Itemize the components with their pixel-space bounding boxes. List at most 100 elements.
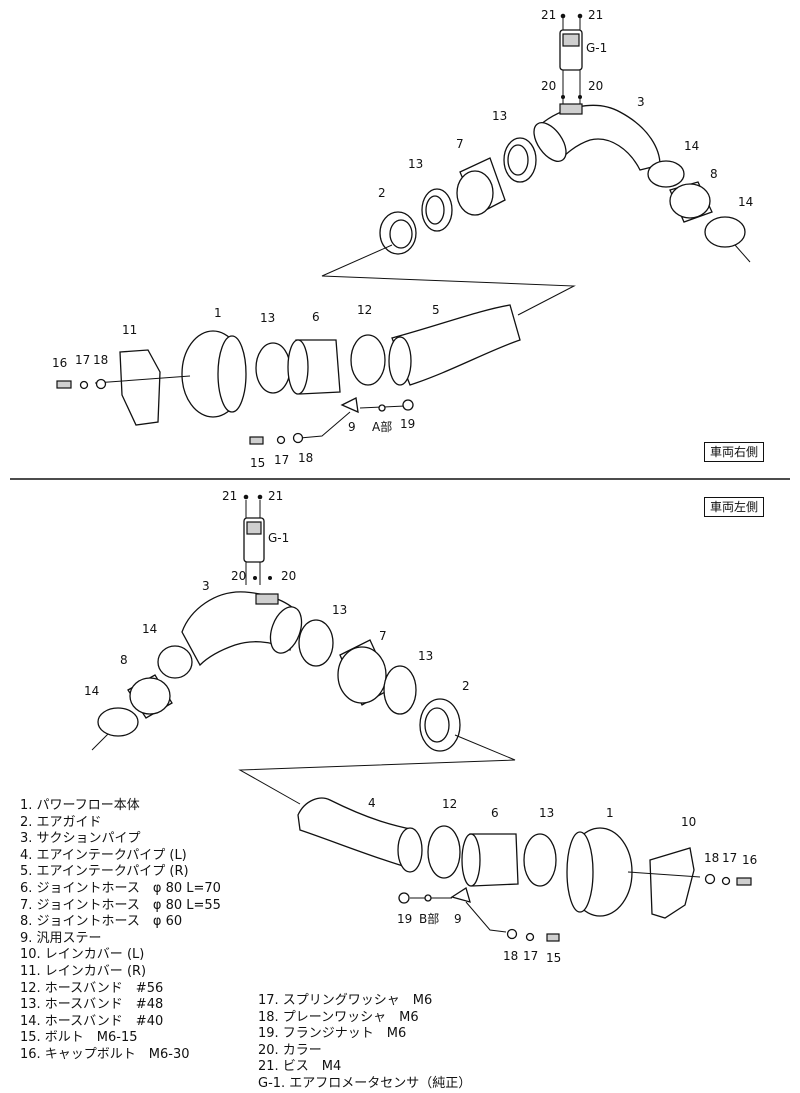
sensor-mount xyxy=(559,103,583,115)
spring-washer xyxy=(721,876,731,886)
callout: 13 xyxy=(418,649,433,663)
callout: 13 xyxy=(332,603,347,617)
callout: G-1 xyxy=(268,531,289,545)
parts-list-item: 3. サクションパイプ xyxy=(20,831,141,847)
callout: 15 xyxy=(250,456,265,470)
callout: A部 xyxy=(372,419,392,434)
callout: 1 xyxy=(214,306,222,320)
screw-icon xyxy=(257,494,263,500)
callout: 8 xyxy=(710,167,718,181)
intake-pipe xyxy=(391,304,521,386)
callout: 6 xyxy=(491,806,499,820)
callout: 21 xyxy=(268,489,283,503)
airflow-sensor-head xyxy=(562,33,580,47)
callout: 14 xyxy=(738,195,753,209)
parts-list-item: 20. カラー xyxy=(258,1042,322,1058)
joint-hose-end xyxy=(669,183,711,219)
joint-hose-end xyxy=(337,646,387,704)
callout: 5 xyxy=(432,303,440,317)
rain-cover xyxy=(119,349,161,426)
callout: B部 xyxy=(419,911,439,926)
callout: 13 xyxy=(260,311,275,325)
parts-list-item: 2. エアガイド xyxy=(20,814,102,830)
callout: 19 xyxy=(397,912,412,926)
hose-band xyxy=(383,665,417,715)
callout: 7 xyxy=(456,137,464,151)
callout: 4 xyxy=(368,796,376,810)
bolt xyxy=(249,436,264,445)
rain-cover xyxy=(649,847,695,919)
callout: 2 xyxy=(462,679,470,693)
callout: 14 xyxy=(84,684,99,698)
powerflow-flange xyxy=(566,831,594,913)
hose-band xyxy=(255,342,291,394)
parts-list-item: 15. ボルト M6-15 xyxy=(20,1030,138,1046)
parts-list-item: 8. ジョイントホース φ 60 xyxy=(20,914,183,930)
parts-list-item: 11. レインカバー (R) xyxy=(20,963,147,979)
intake-pipe-end xyxy=(397,827,423,873)
intake-pipe-end xyxy=(388,336,412,386)
hose-band-inner xyxy=(507,144,529,176)
callout: G-1 xyxy=(586,41,607,55)
callout: 21 xyxy=(588,8,603,22)
callout: 18 xyxy=(298,451,313,465)
callout: 16 xyxy=(742,853,757,867)
collar-icon xyxy=(268,576,272,580)
parts-list-item: 9. 汎用ステー xyxy=(20,930,102,946)
general-stay xyxy=(340,397,359,414)
joint-hose-end xyxy=(287,339,309,395)
parts-list-item: 12. ホースバンド #56 xyxy=(20,980,164,996)
callout: 21 xyxy=(222,489,237,503)
guide-line xyxy=(91,733,109,751)
parts-list-item: 19. フランジナット M6 xyxy=(258,1026,407,1042)
callout: 20 xyxy=(588,79,603,93)
callout: 9 xyxy=(348,420,356,434)
callout: 20 xyxy=(281,569,296,583)
vehicle-right-side-label: 車両右側 xyxy=(704,442,765,462)
screw-icon xyxy=(577,13,583,19)
callout: 14 xyxy=(142,622,157,636)
guide-line xyxy=(94,375,191,384)
callouts-top: 21 21 G-1 20 20 3 13 7 13 14 8 14 2 1 11… xyxy=(52,8,753,470)
top-assembly xyxy=(56,13,751,445)
callout: 3 xyxy=(637,95,645,109)
hose-band xyxy=(704,216,746,248)
guide-line xyxy=(465,901,507,933)
plain-washer xyxy=(506,928,518,940)
parts-list-item: 6. ジョイントホース φ 80 L=70 xyxy=(20,880,221,896)
callout: 18 xyxy=(93,353,108,367)
guide-line xyxy=(321,244,576,316)
hose-band xyxy=(647,160,685,188)
guide-line xyxy=(299,411,351,439)
callout: 12 xyxy=(357,303,372,317)
joint-hose-end xyxy=(456,170,494,216)
cap-bolt xyxy=(56,380,72,389)
callout: 11 xyxy=(122,323,137,337)
hose-band-inner xyxy=(425,195,445,225)
callout: 15 xyxy=(546,951,561,965)
parts-list-item: 4. エアインテークパイプ (L) xyxy=(20,847,187,863)
parts-list-item: 17. スプリングワッシャ M6 xyxy=(258,993,433,1008)
callout: 8 xyxy=(120,653,128,667)
callout: 14 xyxy=(684,139,699,153)
callout: 21 xyxy=(541,8,556,22)
bottom-assembly xyxy=(91,494,752,942)
callout: 13 xyxy=(492,109,507,123)
callout: 12 xyxy=(442,797,457,811)
collar-icon xyxy=(561,95,565,99)
guide-line xyxy=(627,871,701,878)
parts-list-item: 1. パワーフロー本体 xyxy=(20,798,140,813)
callout: 16 xyxy=(52,356,67,370)
powerflow-flange xyxy=(217,335,247,413)
callout: 18 xyxy=(503,949,518,963)
flange-nut xyxy=(402,399,414,411)
spring-washer xyxy=(525,932,535,942)
screw-icon xyxy=(560,13,566,19)
collar-icon xyxy=(253,576,257,580)
hose-band xyxy=(97,707,139,737)
callout: 2 xyxy=(378,186,386,200)
airflow-sensor-head xyxy=(246,521,262,535)
intake-pipe xyxy=(297,797,416,869)
